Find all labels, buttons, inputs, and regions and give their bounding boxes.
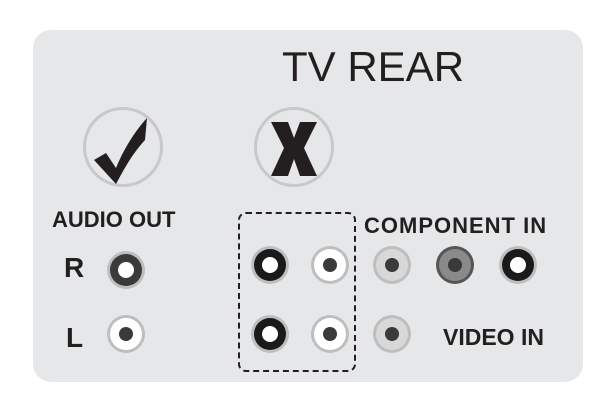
rca-jack-component-1 (373, 246, 411, 284)
component-in-label: COMPONENT IN (364, 213, 548, 238)
rca-jack-audio-out-l (107, 315, 145, 353)
rca-jack-component-3 (499, 246, 537, 284)
checkmark-icon (94, 118, 147, 184)
rca-jack-component-2 (436, 246, 474, 284)
rca-jack-video-in (373, 315, 411, 353)
cross-badge (254, 107, 334, 187)
right-channel-label: R (64, 252, 85, 283)
rca-jack-box-top-left (251, 246, 289, 284)
left-channel-label: L (66, 322, 84, 353)
video-in-label: VIDEO IN (443, 324, 544, 350)
cross-icon (271, 122, 317, 176)
rca-jack-box-top-right (311, 246, 349, 284)
rca-jack-audio-out-r (107, 251, 145, 289)
dashed-group-box (238, 212, 356, 372)
panel-title: TV REAR (282, 43, 465, 90)
check-badge (83, 107, 163, 187)
audio-out-label: AUDIO OUT (52, 207, 176, 232)
rca-jack-box-bottom-right (311, 315, 349, 353)
rca-jack-box-bottom-left (251, 315, 289, 353)
